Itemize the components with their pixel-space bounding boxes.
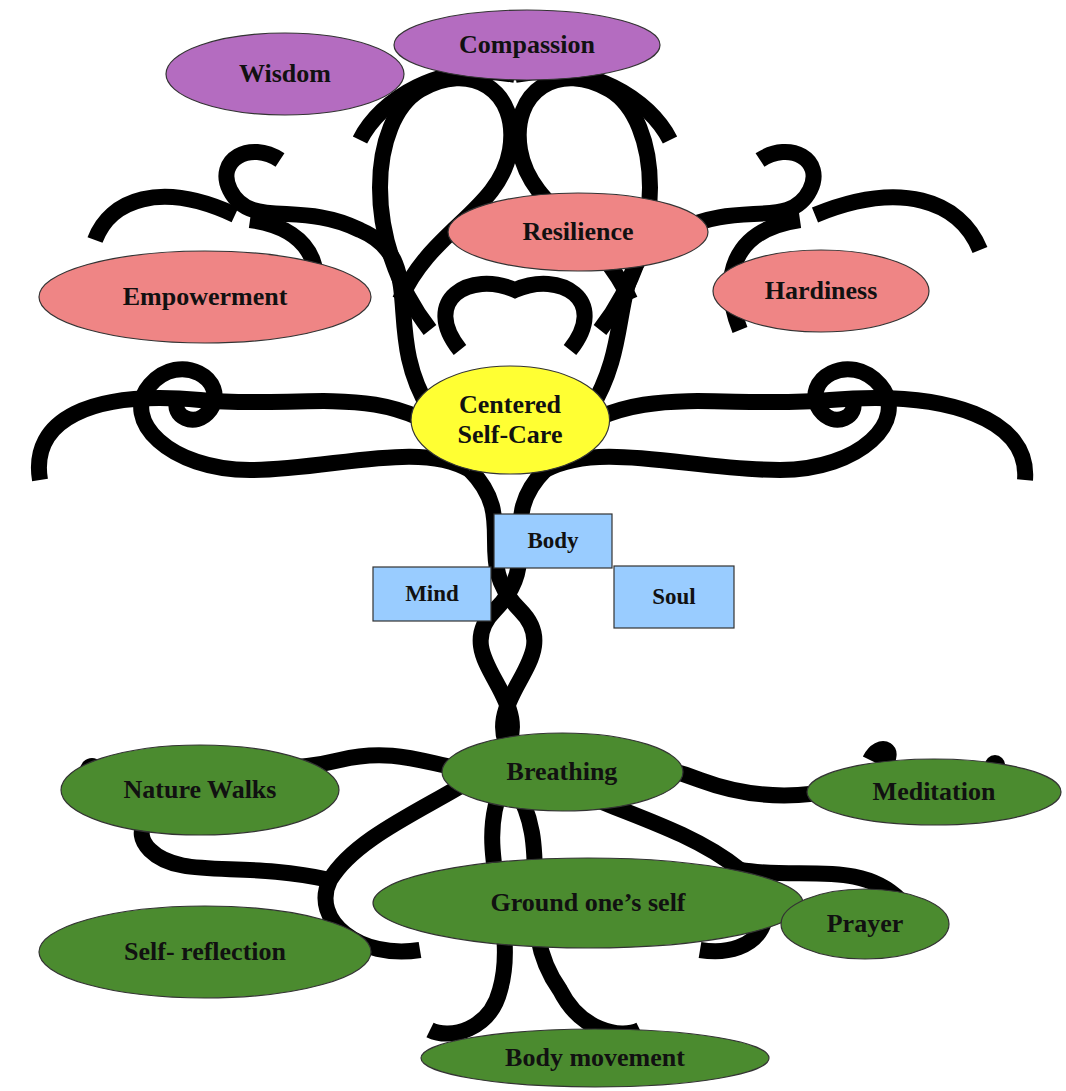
node-outline: [39, 251, 371, 343]
node-outline: [614, 566, 734, 628]
oval-node: Prayer: [780, 888, 950, 960]
node-label: Hardiness: [765, 276, 878, 306]
node-label: Compassion: [459, 30, 595, 60]
node-outline: [781, 889, 949, 959]
node-label: Self- reflection: [124, 937, 286, 967]
oval-node: Empowerment: [38, 250, 372, 344]
node-label: Ground one’s self: [490, 888, 685, 918]
rect-node: Body: [493, 513, 613, 569]
oval-node: Ground one’s self: [372, 857, 804, 949]
node-label: Nature Walks: [124, 775, 277, 805]
oval-node: Compassion: [393, 9, 661, 81]
node-label: Body movement: [505, 1043, 685, 1073]
node-outline: [373, 858, 803, 948]
node-label: Prayer: [827, 909, 904, 939]
oval-node: Resilience: [447, 192, 709, 272]
node-outline: [373, 567, 491, 621]
node-label: Wisdom: [239, 59, 331, 89]
node-label: Soul: [652, 584, 695, 610]
rect-node: Mind: [372, 566, 492, 622]
node-outline: [61, 745, 339, 835]
oval-node: Hardiness: [712, 249, 930, 333]
node-outline: [807, 759, 1061, 825]
oval-node: Centered Self-Care: [410, 365, 611, 475]
node-outline: [39, 906, 371, 998]
node-label: Breathing: [507, 757, 618, 787]
node-outline: [448, 193, 708, 271]
node-outline: [394, 10, 660, 80]
rect-node: Soul: [613, 565, 735, 629]
oval-node: Wisdom: [165, 32, 405, 116]
node-outline: [411, 366, 610, 474]
node-label: Centered Self-Care: [445, 390, 575, 450]
node-outline: [713, 250, 929, 332]
oval-node: Meditation: [806, 758, 1062, 826]
oval-node: Nature Walks: [60, 744, 340, 836]
oval-node: Breathing: [441, 732, 684, 812]
node-outline: [494, 514, 612, 568]
node-label: Empowerment: [123, 282, 288, 312]
node-label: Body: [527, 528, 578, 554]
node-outline: [421, 1029, 769, 1087]
node-label: Resilience: [522, 217, 633, 247]
node-outline: [166, 33, 404, 115]
node-outline: [442, 733, 683, 811]
node-label: Mind: [405, 581, 459, 607]
oval-node: Self- reflection: [38, 905, 372, 999]
node-label: Meditation: [873, 777, 996, 807]
oval-node: Body movement: [420, 1028, 770, 1088]
